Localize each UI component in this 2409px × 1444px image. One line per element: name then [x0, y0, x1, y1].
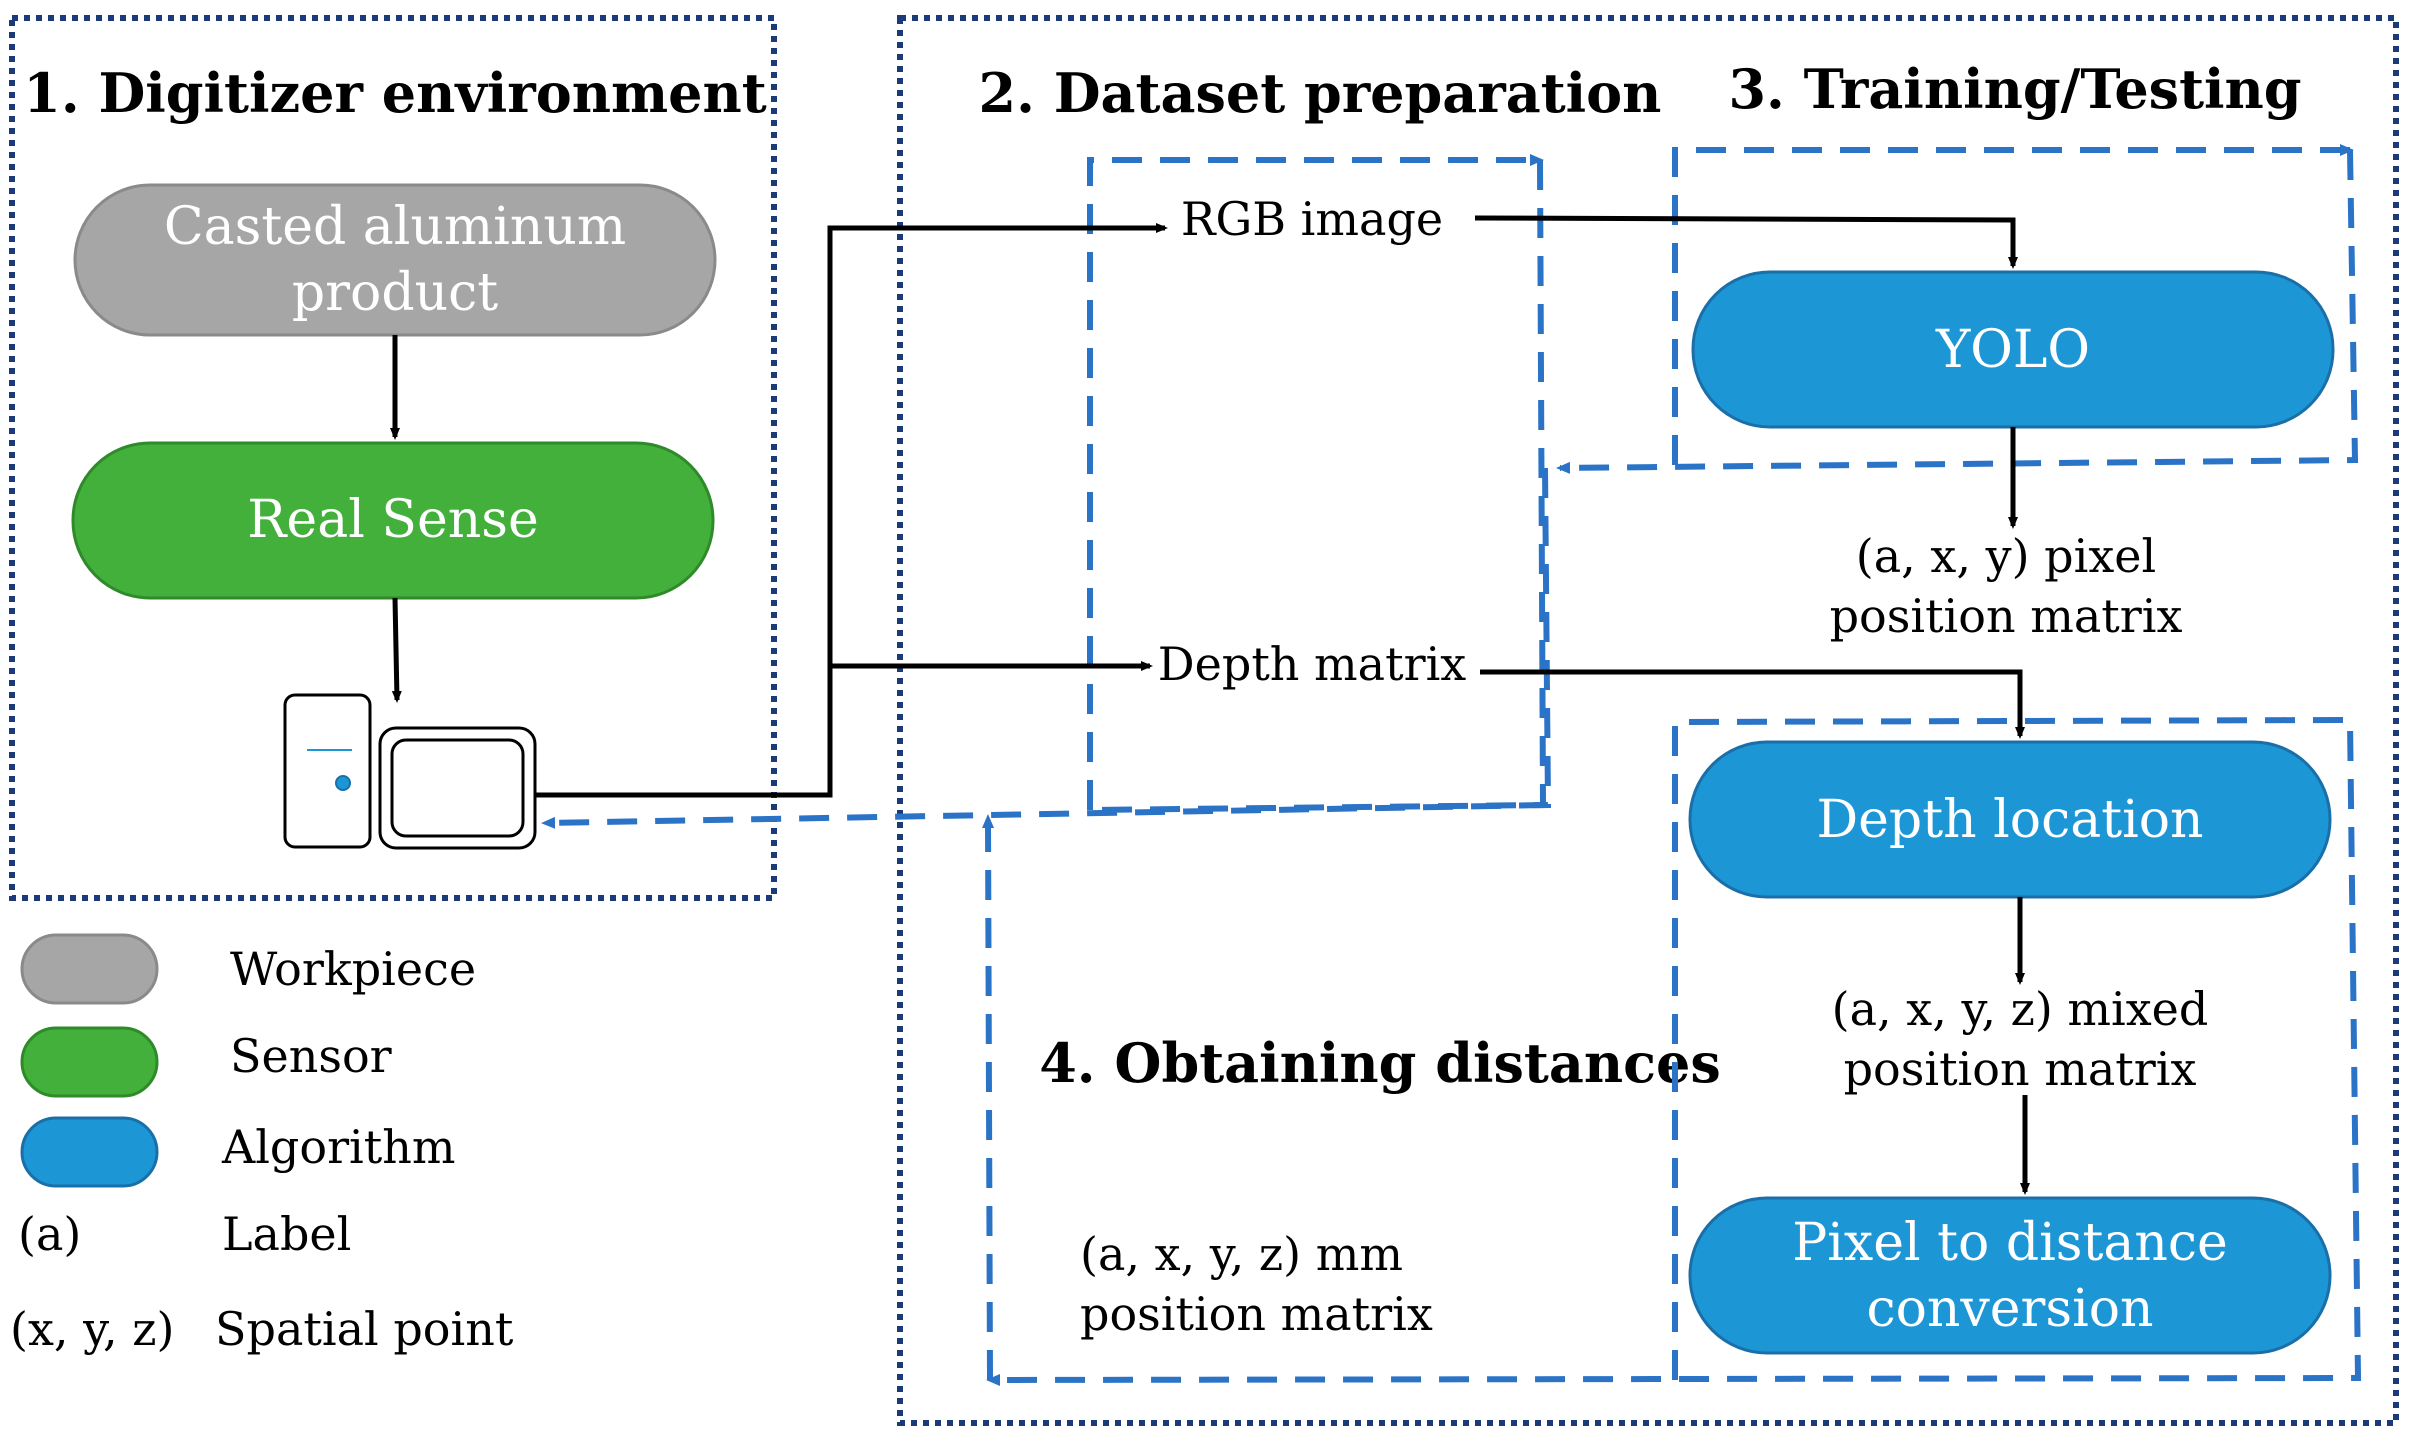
mm-matrix-label-2: position matrix [1080, 1287, 1433, 1341]
mixed-matrix-label-2: position matrix [1844, 1042, 2197, 1096]
svg-text:conversion: conversion [1866, 1279, 2153, 1339]
section-title-digitizer: 1. Digitizer environment [23, 61, 767, 125]
legend-symbol-spatial: (x, y, z) [10, 1302, 174, 1356]
dataset-loop [1087, 154, 1547, 813]
svg-text:Casted aluminum: Casted aluminum [164, 197, 626, 257]
legend-label-label: Label [222, 1207, 351, 1261]
node-sensor: Real Sense [71, 441, 715, 600]
pixel-matrix-label-1: (a, x, y) pixel [1856, 529, 2156, 583]
section-title-obtaining: 4. Obtaining distances [1039, 1031, 1721, 1095]
legend: Workpiece Sensor Algorithm (a) Label (x,… [10, 933, 514, 1356]
depth-matrix-label: Depth matrix [1158, 637, 1467, 691]
svg-text:YOLO: YOLO [1935, 320, 2090, 380]
node-depth-location: Depth location [1688, 740, 2332, 899]
node-yolo: YOLO [1691, 270, 2335, 429]
digitizer-frame [9, 15, 777, 901]
svg-text:Real Sense: Real Sense [247, 490, 538, 550]
svg-text:product: product [292, 263, 498, 323]
processing-frame [897, 15, 2399, 1426]
svg-text:Depth location: Depth location [1816, 790, 2203, 850]
training-loop [1556, 144, 2359, 474]
legend-label-spatial: Spatial point [215, 1302, 514, 1356]
legend-label-algorithm: Algorithm [221, 1120, 456, 1174]
legend-symbol-label: (a) [18, 1207, 81, 1261]
section-title-dataset: 2. Dataset preparation [979, 61, 1662, 125]
node-conversion: Pixel to distance conversion [1688, 1196, 2332, 1355]
node-workpiece: Casted aluminum product [73, 183, 717, 337]
obtaining-loop [982, 716, 2362, 1386]
legend-swatch-sensor [20, 1026, 159, 1098]
pixel-matrix-label-2: position matrix [1830, 589, 2183, 643]
legend-swatch-algorithm [20, 1116, 159, 1188]
legend-label-workpiece: Workpiece [230, 942, 476, 996]
return-loop [541, 467, 1552, 829]
section-title-training: 3. Training/Testing [1728, 57, 2301, 121]
svg-text:Pixel to distance: Pixel to distance [1792, 1213, 2228, 1273]
rgb-image-label: RGB image [1181, 192, 1443, 246]
legend-label-sensor: Sensor [230, 1029, 392, 1083]
flow-arrows [390, 215, 2030, 1195]
computer-icon [283, 693, 537, 850]
mixed-matrix-label-1: (a, x, y, z) mixed [1832, 982, 2209, 1036]
mm-matrix-label-1: (a, x, y, z) mm [1080, 1227, 1403, 1281]
legend-swatch-workpiece [20, 933, 159, 1005]
